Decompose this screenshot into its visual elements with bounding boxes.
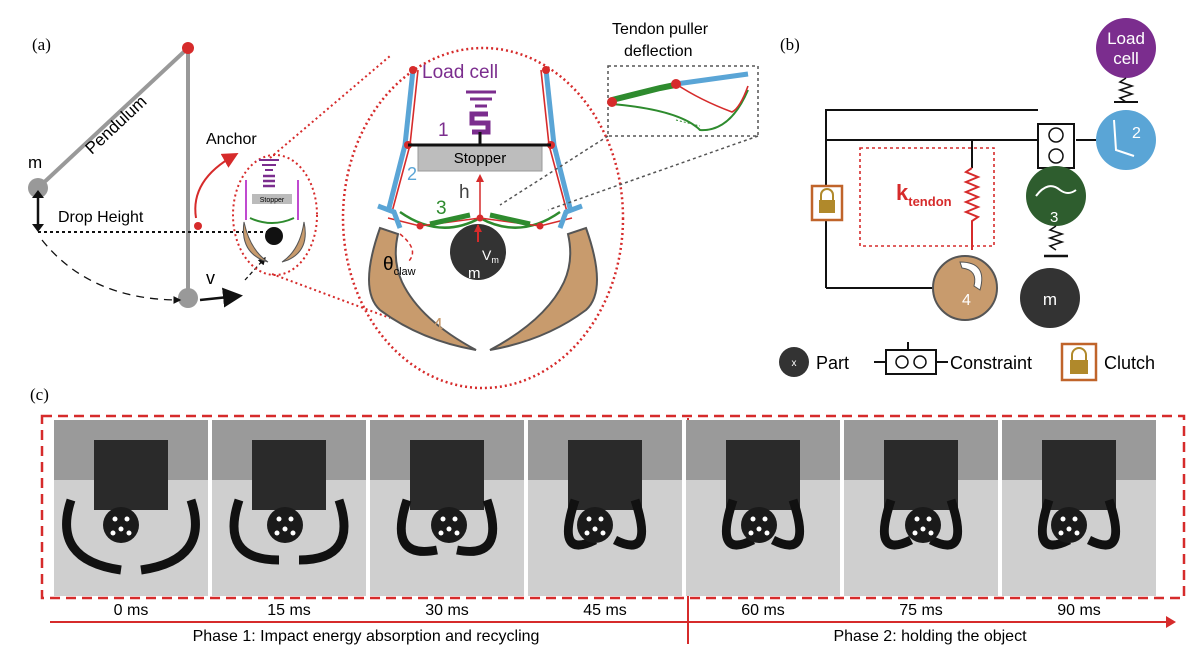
panel-a-label: (a)	[32, 35, 51, 54]
drop-height-label: Drop Height	[58, 209, 144, 226]
photo-ball	[1051, 507, 1087, 543]
h-label: h	[459, 182, 470, 203]
anchor-arrow	[194, 153, 239, 219]
tendon-inset-drawing	[607, 71, 749, 132]
pendulum-mass-bottom	[178, 288, 198, 308]
photo-ball	[267, 507, 303, 543]
swing-path	[41, 239, 182, 304]
small-gripper: Stopper	[242, 159, 306, 263]
photo-ball	[577, 507, 613, 543]
theta-label: θclaw	[383, 254, 416, 278]
clutch-node	[810, 184, 844, 222]
legend-clutch-label: Clutch	[1104, 353, 1155, 373]
frame-time-label: 75 ms	[899, 602, 943, 619]
photo-frame	[844, 420, 998, 596]
gripper-zoom	[341, 46, 625, 390]
legend-constraint-icon	[885, 349, 937, 375]
photo-ball	[905, 507, 941, 543]
photo-ball	[741, 507, 777, 543]
node-4-label: 4	[962, 292, 971, 309]
num-3: 3	[436, 198, 447, 219]
constraint-gears	[1037, 123, 1075, 169]
panel-c-label: (c)	[30, 385, 49, 404]
load-cell-node-line1: Load	[1107, 29, 1145, 48]
load-cell-node-line2: cell	[1113, 49, 1139, 68]
tendon-title-line1: Tendon puller	[612, 21, 709, 38]
photo-frame	[528, 420, 682, 596]
num-1: 1	[438, 120, 449, 141]
claw-left	[368, 226, 477, 351]
node-2-label: 2	[1132, 125, 1141, 142]
claw-right	[489, 226, 598, 351]
panel-c: (c) 0 ms 15 ms 30 ms 45 ms 60 ms 75 ms 90 ms P…	[30, 385, 1186, 645]
pendulum-mass-start	[28, 178, 48, 198]
tendon-title-line2: deflection	[624, 43, 693, 60]
small-ball	[265, 227, 283, 245]
stopper-label: Stopper	[454, 150, 507, 167]
frame-labels: 0 ms 15 ms 30 ms 45 ms 60 ms 75 ms 90 ms	[114, 602, 1101, 619]
panel-a: (a) Pendulum m Drop Height v Anchor	[28, 21, 759, 390]
vm-label: Vm	[482, 247, 499, 265]
pendulum-label: Pendulum	[81, 92, 150, 158]
load-cell-label: Load cell	[422, 62, 498, 83]
photo-ball	[103, 507, 139, 543]
tendon-spring-box	[859, 147, 995, 247]
frame-time-label: 0 ms	[114, 602, 149, 619]
mass-label: m	[28, 153, 42, 172]
velocity-label: v	[206, 268, 215, 288]
node-3	[1026, 166, 1086, 226]
legend-x: x	[792, 358, 797, 369]
anchor-label: Anchor	[206, 131, 257, 148]
num-4: 4	[432, 315, 443, 337]
node-3-label: 3	[1050, 209, 1058, 226]
frame-time-label: 90 ms	[1057, 602, 1101, 619]
photo-frame	[370, 420, 524, 596]
k-tendon-label: ktendon	[896, 180, 952, 209]
photo-frame	[212, 420, 366, 596]
frame-time-label: 60 ms	[741, 602, 785, 619]
ball-m-label: m	[468, 265, 481, 282]
photo-strip-frame	[40, 414, 1186, 600]
legend-constraint-label: Constraint	[950, 353, 1032, 373]
photo-strip	[54, 420, 1156, 596]
legend-part-label: Part	[816, 353, 849, 373]
pivot-dot	[182, 42, 194, 54]
panel-b-label: (b)	[780, 35, 800, 54]
photo-frame	[1002, 420, 1156, 596]
mass-node-label: m	[1043, 290, 1057, 309]
stopper-block	[417, 144, 543, 172]
phase-2-label: Phase 2: holding the object	[833, 628, 1027, 645]
photo-frame	[686, 420, 840, 596]
node-2	[1096, 110, 1156, 170]
ball-mass	[450, 224, 506, 280]
velocity-arrow	[199, 287, 243, 308]
mass-node	[1020, 268, 1080, 328]
frame-time-label: 30 ms	[425, 602, 469, 619]
small-stopper-label: Stopper	[260, 197, 285, 204]
pendulum-arm	[36, 46, 190, 190]
frame-time-label: 45 ms	[583, 602, 627, 619]
gripper-detail: Load cell 1 Stopper 2 h 3	[368, 62, 598, 351]
photo-ball	[431, 507, 467, 543]
photo-frame	[54, 420, 208, 596]
legend-part-icon	[779, 347, 809, 377]
frame-time-label: 15 ms	[267, 602, 311, 619]
phase-1-label: Phase 1: Impact energy absorption and re…	[193, 628, 540, 645]
panel-b: (b) Load cell 2 3 m ktendon	[779, 18, 1156, 382]
num-2: 2	[407, 164, 417, 184]
load-cell-node	[1096, 18, 1156, 78]
